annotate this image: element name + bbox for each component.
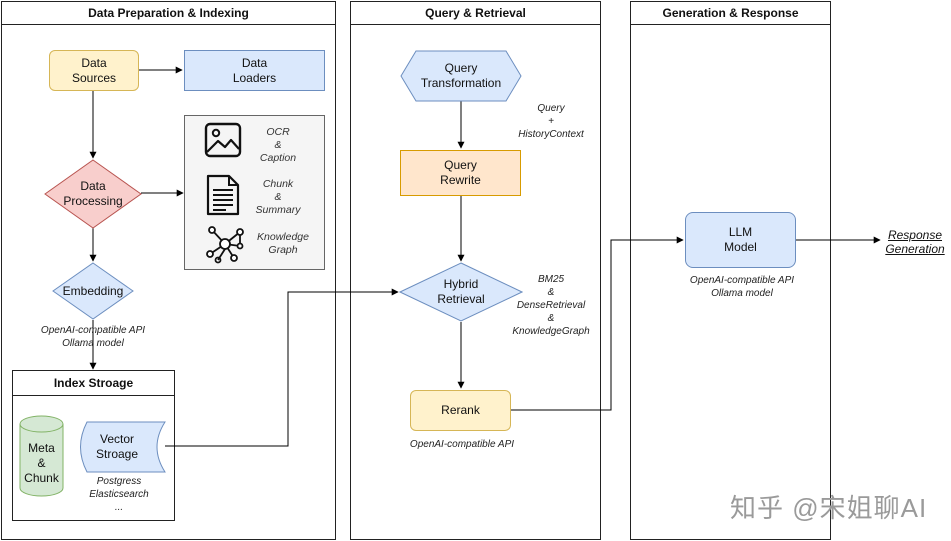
data-processing-diamond[interactable]: [44, 159, 142, 229]
watermark-text: 知乎 @宋姐聊AI: [730, 493, 928, 523]
arrow-rerank-to-llm: [511, 236, 684, 411]
rerank-note: OpenAI-compatible API: [409, 439, 515, 450]
lane-title-generation-response: Generation & Response: [631, 2, 830, 25]
image-icon: [204, 122, 242, 158]
data-processing-label: Data Processing: [63, 179, 123, 208]
history-context-note: Query + HistoryContext: [518, 103, 584, 140]
data-sources-node[interactable]: Data Sources: [49, 50, 139, 91]
response-generation-label: Response Generation: [885, 228, 945, 256]
lane-title-query-retrieval: Query & Retrieval: [351, 2, 600, 25]
embedding-diamond[interactable]: [52, 262, 134, 320]
arrow-vector-to-hybrid: [165, 288, 399, 447]
llm-model-node[interactable]: LLM Model: [685, 212, 796, 268]
vector-storage-note: Postgress Elasticsearch ...: [89, 476, 149, 513]
vector-storage-shape[interactable]: [73, 421, 166, 473]
hybrid-retrieval-label: Hybrid Retrieval: [437, 277, 485, 306]
meta-chunk-cylinder[interactable]: [19, 415, 64, 497]
lane-title-data-preparation: Data Preparation & Indexing: [2, 2, 335, 25]
document-icon: [206, 174, 240, 216]
knowledge-graph-label: Knowledge Graph: [257, 231, 309, 256]
query-rewrite-node[interactable]: Query Rewrite: [400, 150, 521, 196]
chunk-summary-label: Chunk & Summary: [255, 178, 301, 216]
knowledge-graph-icon: [206, 226, 244, 264]
hybrid-retrieval-note: BM25 & DenseRetrieval & KnowledgeGraph: [512, 274, 590, 337]
lane-generation-response: Generation & Response: [630, 1, 831, 540]
rerank-node[interactable]: Rerank: [410, 390, 511, 431]
llm-model-note: OpenAI-compatible API Ollama model: [689, 275, 795, 299]
hybrid-retrieval-diamond[interactable]: [399, 262, 523, 322]
meta-chunk-label: Meta & Chunk: [24, 440, 59, 485]
query-transformation-hexagon[interactable]: [400, 50, 522, 102]
embedding-note: OpenAI-compatible API Ollama model: [40, 325, 146, 349]
ocr-caption-label: OCR & Caption: [259, 126, 297, 164]
query-transformation-label: Query Transformation: [420, 61, 502, 90]
data-loaders-node[interactable]: Data Loaders: [184, 50, 325, 91]
vector-storage-label: Vector Stroage: [95, 432, 139, 461]
index-storage-title: Index Stroage: [13, 371, 174, 396]
embedding-label: Embedding: [62, 283, 124, 298]
